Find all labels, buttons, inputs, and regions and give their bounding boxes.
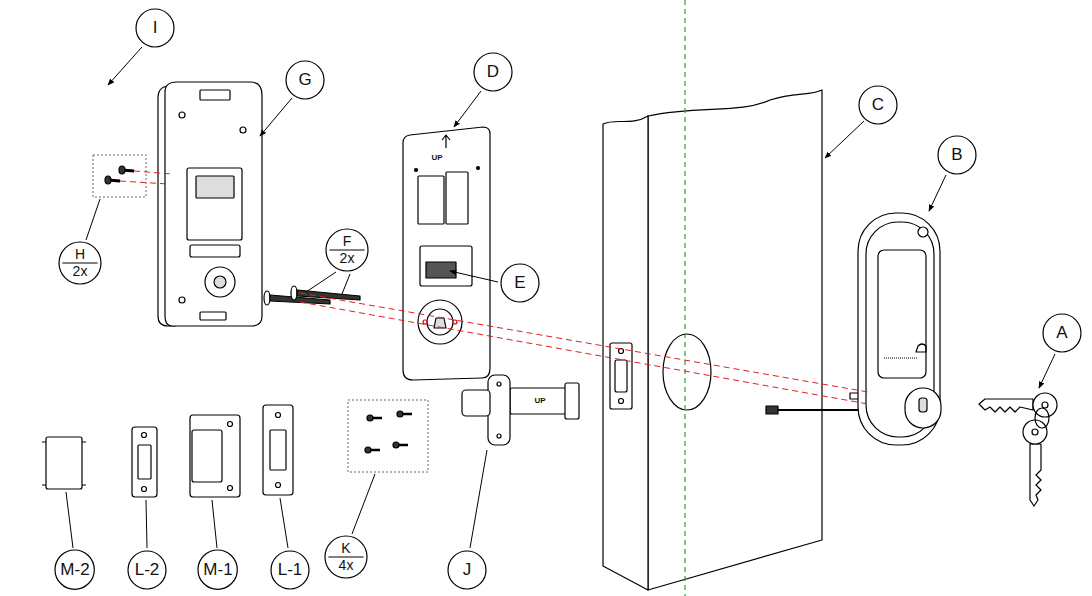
callout-letter: E xyxy=(514,274,525,293)
mounting-plate xyxy=(403,127,490,380)
callout-letter: D xyxy=(487,63,499,82)
callout-letter: C xyxy=(872,96,884,115)
callout-letter: M-2 xyxy=(60,561,89,580)
callout-circle: K 4x xyxy=(324,535,368,579)
callout-circle: G xyxy=(285,60,325,100)
callout-letter: J xyxy=(463,561,472,580)
interior-housing xyxy=(158,82,262,326)
callout-letter: M-1 xyxy=(203,561,232,580)
quantity-label: 2x xyxy=(73,264,88,279)
latch xyxy=(462,375,579,445)
strike-plates xyxy=(42,405,293,497)
callout-circle: J xyxy=(447,550,487,590)
callout-circle: L-2 xyxy=(127,550,167,590)
callout-letter: L-1 xyxy=(278,561,303,580)
quantity-label: 4x xyxy=(339,558,354,573)
callout-letter: L-2 xyxy=(135,561,160,580)
callout-circle: F 2x xyxy=(325,228,369,272)
orientation-mark: UP xyxy=(534,397,545,405)
callout-letter: K xyxy=(341,541,350,556)
orientation-mark: UP xyxy=(431,154,442,162)
callout-circle: L-1 xyxy=(270,550,310,590)
exterior-keypad xyxy=(766,213,941,445)
callout-letter: G xyxy=(298,71,311,90)
callout-circle: H 2x xyxy=(58,241,102,285)
callout-circle: I xyxy=(135,8,175,48)
callout-letter: A xyxy=(1056,324,1067,343)
callout-circle: C xyxy=(858,85,898,125)
callout-letter: I xyxy=(153,19,158,38)
callout-circle: B xyxy=(937,135,977,175)
callout-letter: B xyxy=(951,146,962,165)
callout-circle: D xyxy=(473,52,513,92)
callout-circle: E xyxy=(500,263,540,303)
callout-circle: M-2 xyxy=(54,549,95,590)
keys xyxy=(979,393,1057,506)
callout-letter: F xyxy=(343,234,352,249)
quantity-label: 2x xyxy=(340,251,355,266)
callout-circle: A xyxy=(1042,313,1082,353)
callout-letter: H xyxy=(75,247,85,262)
leader-lines xyxy=(66,47,1055,548)
callout-circle: M-1 xyxy=(197,549,238,590)
door xyxy=(603,90,822,590)
